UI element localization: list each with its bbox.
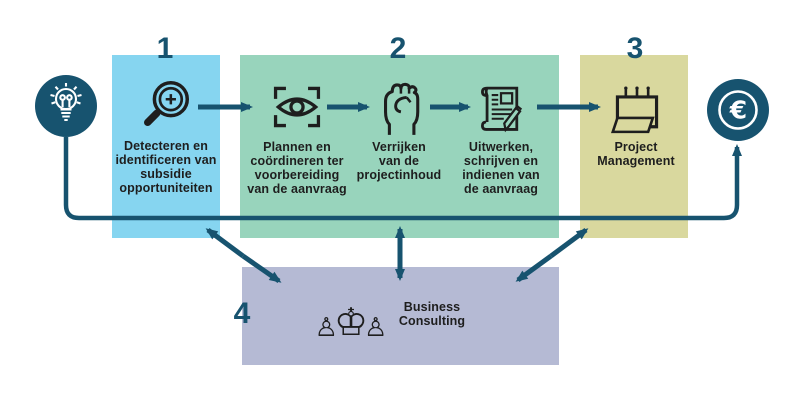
- calendar-icon: [610, 86, 659, 134]
- step2c-label: Uitwerken, schrijven en indienen van de …: [462, 140, 540, 196]
- eye-focus-icon: [273, 86, 321, 128]
- step4-box: [242, 267, 559, 365]
- chess-pawn-left: ♙: [314, 313, 338, 343]
- step1-number: 1: [156, 32, 174, 65]
- lightbulb-icon: [50, 83, 82, 122]
- document-pen-icon: [481, 86, 523, 133]
- step3-number: 3: [626, 32, 644, 65]
- chess-king: ♔: [333, 300, 369, 344]
- step3-label: Project Management: [597, 140, 675, 168]
- step2-number: 2: [389, 32, 407, 65]
- step4-label: Business Consulting: [398, 300, 466, 328]
- euro-coin-icon: €: [707, 79, 769, 141]
- step1-label: Detecteren en identificeren van subsidie…: [115, 139, 217, 195]
- idea-start-circle: [35, 75, 97, 137]
- euro-symbol: €: [729, 96, 747, 125]
- chess-pawn-right: ♙: [364, 313, 388, 343]
- magnifier-plus-icon: [144, 81, 190, 127]
- step4-number: 4: [233, 297, 251, 330]
- chess-pieces-icon: ♙ ♔ ♙: [315, 292, 388, 344]
- raised-fist-icon: [384, 82, 420, 135]
